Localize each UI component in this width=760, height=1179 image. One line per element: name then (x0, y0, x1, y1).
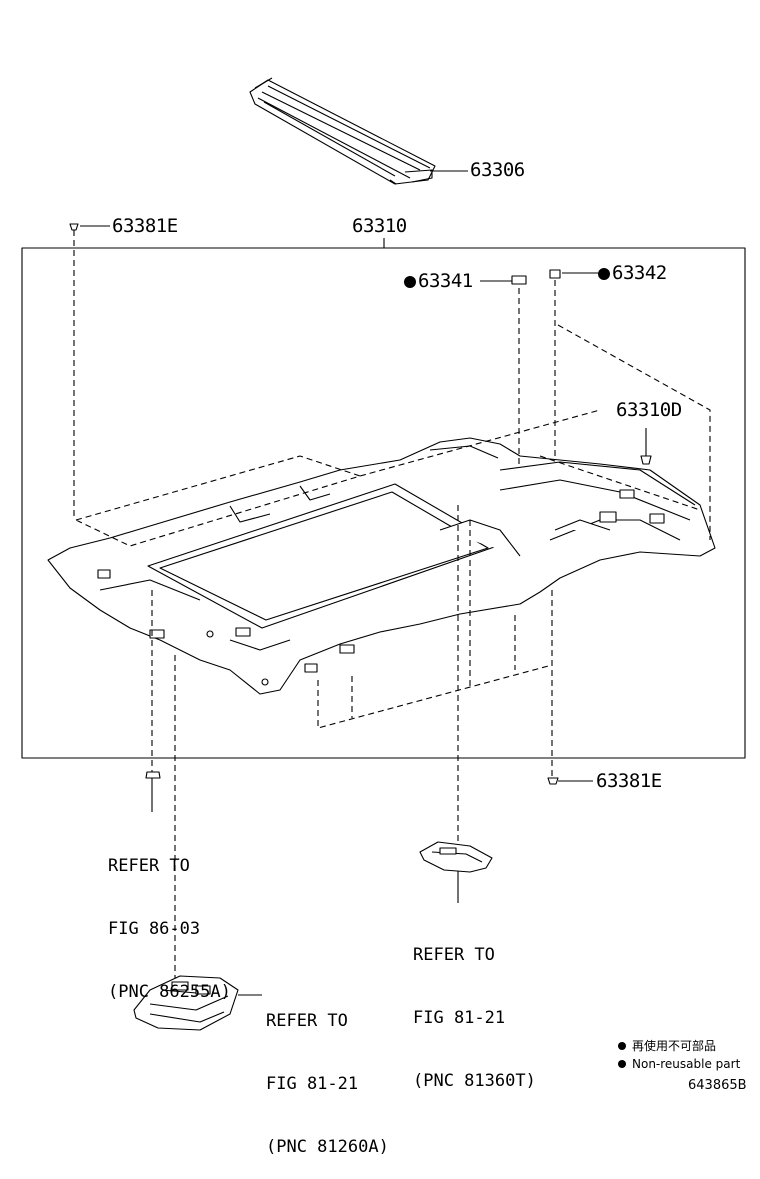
non-reusable-marker-icon (404, 276, 416, 288)
dashed-guides (73, 230, 711, 988)
non-reusable-marker-icon (598, 268, 610, 280)
legend-jp: 再使用不可部品 (618, 1038, 716, 1054)
legend-en: Non-reusable part (618, 1056, 740, 1072)
legend-dot-icon (618, 1042, 626, 1050)
small-parts (69, 223, 652, 785)
legend-jp-text: 再使用不可部品 (632, 1039, 717, 1053)
label-63381e-right: 63381E (596, 770, 662, 792)
ref-86-line3: (PNC 86255A) (108, 982, 231, 1002)
label-63381e-left: 63381E (112, 215, 178, 237)
label-63310: 63310 (352, 215, 407, 237)
legend-en-text: Non-reusable part (632, 1057, 741, 1071)
headliner-drawing (47, 437, 716, 695)
label-63342: 63342 (598, 263, 667, 283)
map-lamp-t-drawing (419, 841, 493, 873)
ref-fig-81-21-t[interactable]: REFER TO FIG 81-21 (PNC 81360T) (413, 903, 536, 1113)
ref-81a-line3: (PNC 81260A) (266, 1137, 389, 1157)
sunshade-drawing (249, 77, 436, 185)
legend-dot-icon (618, 1060, 626, 1068)
ref-81a-line2: FIG 81-21 (266, 1074, 359, 1094)
ref-81t-line3: (PNC 81360T) (413, 1071, 536, 1091)
console-a-drawing (133, 975, 239, 1031)
label-63341-text: 63341 (418, 270, 473, 292)
label-63342-text: 63342 (612, 262, 667, 284)
figure-id: 643865B (688, 1078, 747, 1093)
ref-fig-86-03[interactable]: REFER TO FIG 86-03 (PNC 86255A) (108, 814, 231, 1024)
ref-81t-line1: REFER TO (413, 945, 495, 965)
parts-diagram (21, 77, 746, 1031)
ref-86-line1: REFER TO (108, 856, 190, 876)
label-63341: 63341 (404, 271, 473, 291)
label-63310d: 63310D (616, 399, 682, 421)
label-63306: 63306 (470, 159, 525, 181)
ref-86-line2: FIG 86-03 (108, 919, 201, 939)
ref-81a-line1: REFER TO (266, 1011, 348, 1031)
ref-81t-line2: FIG 81-21 (413, 1008, 506, 1028)
ref-fig-81-21-a[interactable]: REFER TO FIG 81-21 (PNC 81260A) (266, 969, 389, 1179)
